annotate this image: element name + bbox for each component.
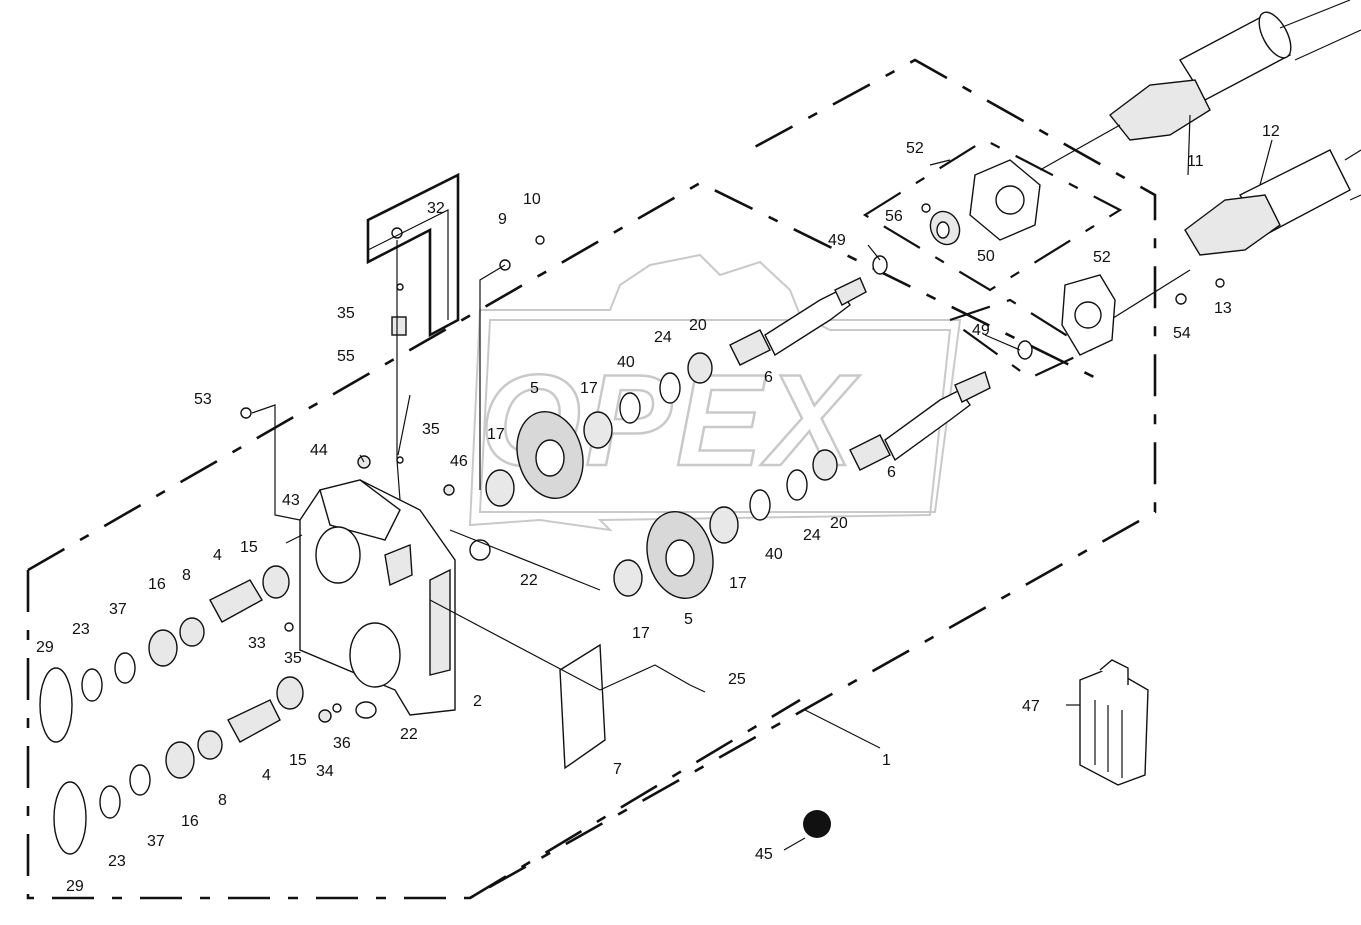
left-shaft-group-lower	[53, 676, 304, 855]
callout-17: 17	[487, 426, 505, 443]
callout-17: 17	[580, 380, 598, 397]
leader-lines	[251, 114, 1273, 851]
small-fasteners	[240, 203, 1225, 723]
callout-50: 50	[977, 248, 995, 265]
callout-6: 6	[887, 464, 896, 481]
gear-5-lower	[646, 510, 714, 600]
left-shaft-group-upper	[39, 565, 290, 743]
callout-1: 1	[882, 752, 891, 769]
callout-49: 49	[972, 322, 990, 339]
sealant-dot-45	[803, 810, 831, 838]
flange-52-top	[969, 159, 1041, 241]
callout-20: 20	[689, 317, 707, 334]
callout-45: 45	[755, 846, 773, 863]
callout-32: 32	[427, 200, 445, 217]
shaft-6-lower	[849, 371, 991, 471]
callout-29: 29	[36, 639, 54, 656]
callout-47: 47	[1022, 698, 1040, 715]
callout-56: 56	[885, 208, 903, 225]
callout-6: 6	[764, 369, 773, 386]
callout-37: 37	[109, 601, 127, 618]
callout-2: 2	[473, 693, 482, 710]
callout-15: 15	[240, 539, 258, 556]
callout-36: 36	[333, 735, 351, 752]
callout-34: 34	[316, 763, 334, 780]
callout-29: 29	[66, 878, 84, 895]
callout-24: 24	[803, 527, 821, 544]
callout-17: 17	[729, 575, 747, 592]
bearings-and-rings	[355, 255, 1033, 719]
callout-10: 10	[523, 191, 541, 208]
gear-5-upper	[516, 410, 584, 500]
callout-33: 33	[248, 635, 266, 652]
callout-12: 12	[1262, 123, 1280, 140]
callout-22: 22	[520, 572, 538, 589]
callout-16: 16	[148, 576, 166, 593]
callout-40: 40	[617, 354, 635, 371]
callout-52: 52	[1093, 249, 1111, 266]
callout-4: 4	[213, 547, 222, 564]
callout-54: 54	[1173, 325, 1191, 342]
callout-7: 7	[613, 761, 622, 778]
drive-shaft-11	[1039, 0, 1361, 171]
callout-35: 35	[337, 305, 355, 322]
callout-55: 55	[337, 348, 355, 365]
callout-4: 4	[262, 767, 271, 784]
flange-52-bottom	[1061, 274, 1116, 356]
gearbox-housing-2	[299, 479, 456, 716]
callout-52: 52	[906, 140, 924, 157]
callout-49: 49	[828, 232, 846, 249]
callout-5: 5	[684, 611, 693, 628]
callout-24: 24	[654, 329, 672, 346]
callout-25: 25	[728, 671, 746, 688]
callout-35: 35	[422, 421, 440, 438]
callout-23: 23	[108, 853, 126, 870]
callout-46: 46	[450, 453, 468, 470]
callout-13: 13	[1214, 300, 1232, 317]
callout-labels: 1 2 4 4 5 5 6 6 7 8 8 9 10 11 12 13 15 1…	[36, 123, 1280, 895]
callout-9: 9	[498, 211, 507, 228]
callout-16: 16	[181, 813, 199, 830]
drive-shaft-12	[1109, 149, 1361, 321]
cover-plate-7	[559, 643, 606, 770]
callout-22: 22	[400, 726, 418, 743]
callout-37: 37	[147, 833, 165, 850]
callout-53: 53	[194, 391, 212, 408]
callout-40: 40	[765, 546, 783, 563]
callout-17: 17	[632, 625, 650, 642]
callout-5: 5	[530, 380, 539, 397]
callout-8: 8	[218, 792, 227, 809]
bearing-50	[929, 210, 961, 246]
callout-35: 35	[284, 650, 302, 667]
callout-15: 15	[289, 752, 307, 769]
callout-20: 20	[830, 515, 848, 532]
callout-44: 44	[310, 442, 328, 459]
shaft-6-upper	[729, 277, 867, 366]
oil-can-47	[1079, 659, 1149, 786]
callout-23: 23	[72, 621, 90, 638]
callout-11: 11	[1187, 153, 1204, 170]
callout-8: 8	[182, 567, 191, 584]
callout-43: 43	[282, 492, 300, 509]
